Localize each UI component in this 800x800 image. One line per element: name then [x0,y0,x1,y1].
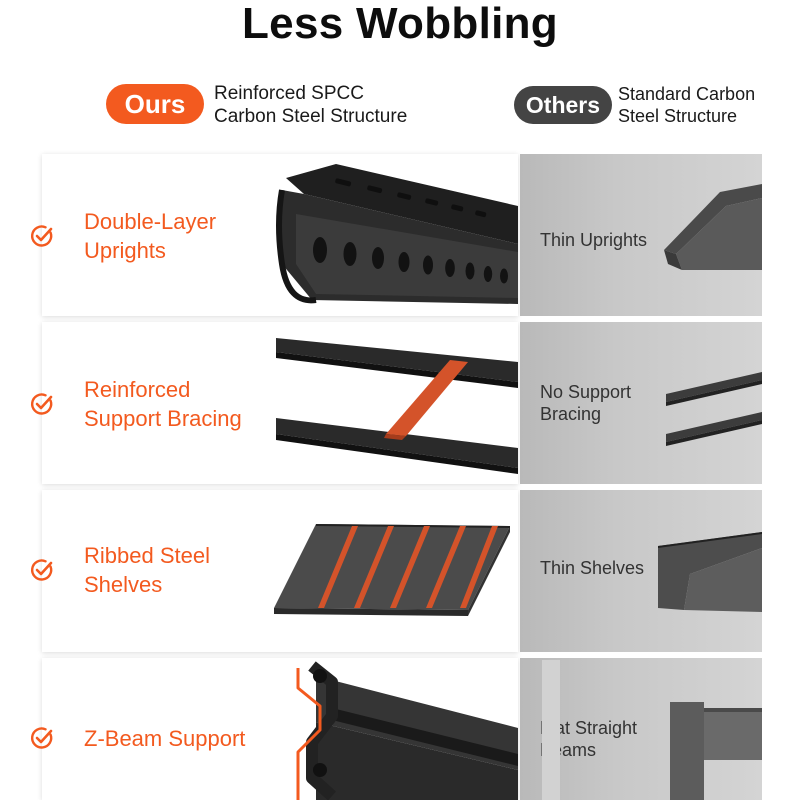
ours-panel-bracing: Reinforced Support Bracing [31,322,518,484]
thin-upright-illustration [664,184,762,270]
check-circle-icon [31,559,53,581]
z-beam-illustration [296,661,518,800]
ribbed-shelf-illustration [274,524,510,616]
others-label-line1: Flat Straight [540,718,638,738]
double-layer-upright-illustration [276,164,518,304]
ours-panel-beams: Z-Beam Support [31,658,518,800]
feature-label-line1: Double-Layer [84,209,217,234]
page-title: Less Wobbling [242,0,558,48]
no-bracing-illustration [666,372,762,446]
others-panel-shelves: Thin Shelves [520,490,762,652]
others-description: Standard Carbon Steel Structure [618,83,755,127]
others-label-uprights: Thin Uprights [540,229,647,251]
feature-label-line2: Uprights [84,238,166,263]
ours-badge: Ours [106,84,204,124]
feature-label-line2: Support Bracing [84,406,242,431]
others-panel-uprights: Thin Uprights [520,154,762,316]
feature-label-shelves: Ribbed Steel Shelves [84,541,210,599]
feature-label-line1: Ribbed Steel [84,543,210,568]
others-label-line1: Thin Shelves [540,558,645,578]
feature-label-line1: Z-Beam Support [84,726,246,751]
flat-beam-illustration [542,660,762,800]
others-badge: Others [514,86,612,124]
others-label-line1: Thin Uprights [540,230,648,250]
others-label-line2: Bracing [540,404,602,424]
feature-label-line2: Shelves [84,572,163,597]
feature-label-uprights: Double-Layer Uprights [84,207,216,265]
others-description-line2: Steel Structure [618,106,738,126]
check-circle-icon [31,727,53,749]
others-label-bracing: No Support Bracing [540,381,631,425]
check-circle-icon [31,393,53,415]
others-description-line1: Standard Carbon [618,84,756,104]
ours-panel-uprights: Double-Layer Uprights [31,154,518,316]
check-circle-icon [31,225,53,247]
ours-panel-shelves: Ribbed Steel Shelves [31,490,518,652]
thin-shelf-illustration [658,532,762,612]
others-panel-bracing: No Support Bracing [520,322,762,484]
comparison-row-uprights: Double-Layer Uprights [31,154,762,316]
ours-description-line1: Reinforced SPCC [214,83,364,104]
others-label-shelves: Thin Shelves [540,557,644,579]
ours-description-line2: Carbon Steel Structure [214,106,408,127]
feature-label-line1: Reinforced [84,377,191,402]
others-label-line1: No Support [540,382,632,402]
support-bracing-illustration [276,338,518,474]
comparison-row-beams: Z-Beam Support Flat Straight Beams [31,658,762,800]
ours-description: Reinforced SPCC Carbon Steel Structure [214,82,407,128]
comparison-row-shelves: Ribbed Steel Shelves Thin Shelves [31,490,762,652]
comparison-row-bracing: Reinforced Support Bracing No Support Br… [31,322,762,484]
others-panel-beams: Flat Straight Beams [520,658,762,800]
feature-label-bracing: Reinforced Support Bracing [84,375,242,433]
feature-label-beams: Z-Beam Support [84,724,245,753]
